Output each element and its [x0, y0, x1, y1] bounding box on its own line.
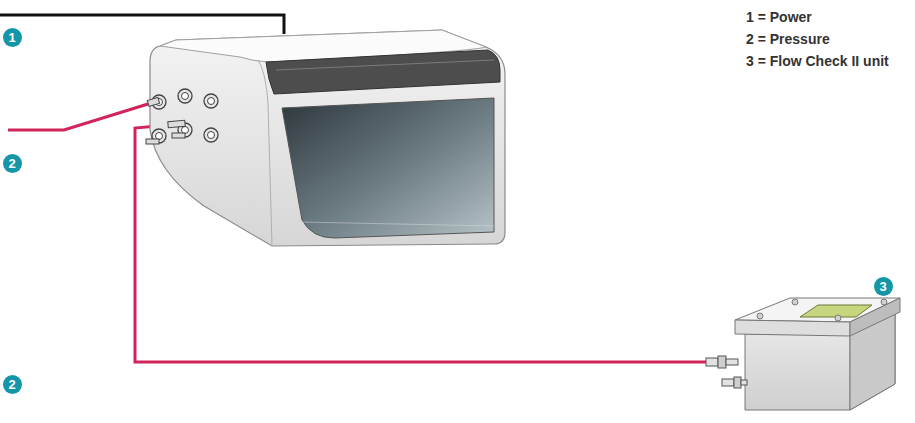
callout-wrapper: 2	[3, 375, 22, 394]
callout-number: 1	[3, 28, 22, 47]
legend-text: 3 = Flow Check II unit	[746, 50, 889, 72]
power-cable	[0, 15, 284, 34]
callout-number: 2	[3, 375, 22, 394]
callout-wrapper: 1	[3, 28, 22, 47]
callout-wrapper: 3	[874, 277, 893, 296]
legend-text: 1 = Power	[746, 6, 889, 28]
callout-wrapper: 2	[3, 154, 22, 173]
callout-number: 3	[874, 277, 893, 296]
console-device	[146, 30, 505, 246]
legend-key: 1 = Power2 = Pressure3 = Flow Check II u…	[746, 6, 889, 72]
flow-check-unit	[706, 298, 900, 410]
callout-number: 2	[3, 154, 22, 173]
legend-text: 2 = Pressure	[746, 28, 889, 50]
pressure-tube	[8, 104, 148, 130]
